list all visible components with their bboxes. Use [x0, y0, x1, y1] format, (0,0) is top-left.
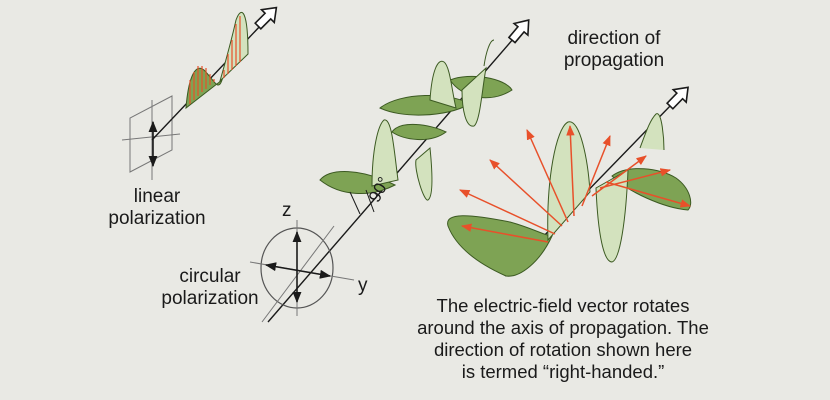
circular-label-line-2: polarization	[161, 288, 259, 309]
field-vector-2	[459, 189, 556, 235]
linear-frame	[129, 95, 173, 173]
y-axis-label: y	[358, 275, 368, 296]
direction-label-line-2: propagation	[563, 50, 665, 71]
axes-diagram	[249, 220, 355, 323]
rotation-wave-light-lobe-2	[595, 169, 629, 263]
circular-wave-dark-lobe-3	[379, 95, 472, 116]
caption-line-3: direction of rotation shown here	[433, 339, 693, 360]
circular-wave-dark-lobe-2	[391, 124, 447, 140]
circular-wave-light-lobe-4	[461, 66, 487, 127]
circular-wave-dark-lobe-1	[319, 171, 397, 194]
linear-wave-dark-lobe	[185, 67, 223, 110]
linear-label-line-1: linear	[133, 186, 181, 207]
z-axis-label: z	[282, 200, 292, 221]
direction-label-line-1: direction of	[567, 28, 661, 49]
caption-text: The electric-field vector rotates around…	[385, 295, 741, 383]
field-vector-7	[591, 155, 647, 197]
rotation-propagation-arrow	[665, 86, 689, 110]
y-double-arrow	[264, 262, 332, 279]
field-vector-3	[489, 159, 563, 227]
right-handed-rotation-group	[447, 86, 692, 277]
rotation-wave-light-lobe-1	[547, 121, 591, 242]
circular-wave-light-lobe-3	[429, 60, 457, 109]
circular-label-line-1: circular	[179, 266, 241, 287]
circular-wave-light-lobe-5	[483, 39, 495, 67]
field-vector-4	[526, 129, 569, 223]
linear-label-line-2: polarization	[108, 208, 206, 229]
caption-line-4: is termed “right-handed.”	[461, 361, 665, 382]
field-vector-6	[581, 135, 611, 207]
field-vector-9	[605, 181, 692, 208]
field-vector-1	[460, 223, 549, 243]
linear-polarization-group	[121, 6, 278, 180]
rotation-wave-light-lobe-3	[639, 113, 665, 151]
linear-field-hatching	[189, 16, 241, 104]
circular-polarization-label: circular polarization	[156, 266, 264, 310]
circular-polarization-group	[267, 19, 530, 323]
linear-propagation-arrow	[254, 6, 278, 30]
circular-wave-light-lobe-1	[371, 119, 399, 187]
direction-of-propagation-label: direction of propagation	[548, 28, 680, 72]
linear-polarization-label: linear polarization	[88, 186, 226, 230]
circular-wave-light-lobe-2	[415, 146, 433, 201]
linear-frame-hline	[121, 133, 181, 141]
rotation-wave-dark-lobe-right	[611, 168, 692, 211]
field-vector-8	[599, 168, 672, 189]
angle-marker-line-1	[349, 191, 361, 215]
field-vector-5	[566, 124, 575, 217]
linear-wave-light-lobe	[219, 11, 249, 83]
caption-line-1: The electric-field vector rotates	[436, 295, 690, 316]
field-vector-arrows	[459, 124, 692, 243]
angle-marker-line-2	[365, 189, 375, 213]
circular-propagation-arrow	[507, 19, 530, 44]
caption-line-2: around the axis of propagation. The	[417, 317, 709, 338]
